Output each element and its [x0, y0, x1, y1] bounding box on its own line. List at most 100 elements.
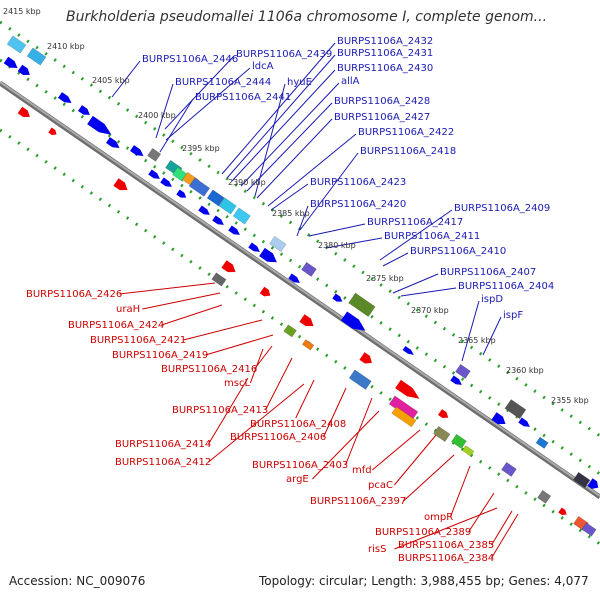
reverse-gene-label[interactable]: BURPS1106A_2419: [112, 350, 208, 361]
forward-gene-label[interactable]: BURPS1106A_2430: [337, 63, 433, 74]
gene-feature[interactable]: [391, 406, 417, 428]
reverse-gene-label[interactable]: BURPS1106A_2424: [68, 320, 164, 331]
gene-feature[interactable]: [301, 261, 317, 277]
gene-feature[interactable]: [259, 247, 279, 266]
gene-feature[interactable]: [535, 436, 549, 449]
reverse-gene-label[interactable]: BURPS1106A_2384: [398, 553, 494, 564]
gene-feature[interactable]: [395, 379, 422, 403]
gene-feature[interactable]: [573, 471, 591, 489]
forward-gene-label[interactable]: BURPS1106A_2439: [236, 49, 332, 60]
gene-feature[interactable]: [259, 286, 273, 299]
gene-feature[interactable]: [501, 461, 517, 477]
forward-gene-label[interactable]: hyuE: [287, 77, 312, 88]
gene-feature[interactable]: [581, 522, 597, 537]
gene-feature[interactable]: [248, 242, 261, 255]
reverse-gene-label[interactable]: BURPS1106A_2426: [26, 289, 122, 300]
forward-gene-label[interactable]: ispD: [481, 294, 503, 305]
gene-feature[interactable]: [402, 345, 416, 357]
gene-feature[interactable]: [332, 293, 344, 305]
forward-gene-label[interactable]: BURPS1106A_2428: [334, 96, 430, 107]
forward-gene-label[interactable]: BURPS1106A_2446: [142, 54, 238, 65]
gene-feature[interactable]: [211, 272, 227, 287]
forward-gene-label[interactable]: ispF: [503, 310, 523, 321]
gene-feature[interactable]: [48, 127, 58, 137]
gene-feature[interactable]: [491, 412, 508, 427]
forward-gene-label[interactable]: BURPS1106A_2422: [358, 127, 454, 138]
gene-feature[interactable]: [518, 417, 531, 430]
forward-gene-label[interactable]: BURPS1106A_2409: [454, 203, 550, 214]
reverse-gene-label[interactable]: mscL: [224, 378, 250, 389]
gene-feature[interactable]: [160, 177, 173, 190]
forward-gene-label[interactable]: BURPS1106A_2411: [384, 231, 480, 242]
gene-feature[interactable]: [340, 311, 369, 335]
reverse-gene-label[interactable]: BURPS1106A_2397: [310, 496, 406, 507]
gene-feature[interactable]: [558, 507, 568, 517]
gene-feature[interactable]: [176, 189, 188, 201]
gene-feature[interactable]: [147, 147, 162, 162]
forward-gene-label[interactable]: BURPS1106A_2444: [175, 77, 271, 88]
gene-feature[interactable]: [78, 105, 92, 118]
gene-feature[interactable]: [587, 478, 600, 491]
gene-feature[interactable]: [26, 47, 47, 66]
reverse-gene-label[interactable]: argE: [286, 474, 309, 485]
gene-feature[interactable]: [148, 169, 161, 182]
gene-feature[interactable]: [3, 56, 20, 72]
gene-feature[interactable]: [206, 189, 225, 207]
forward-gene-label[interactable]: ldcA: [252, 61, 274, 72]
reverse-gene-label[interactable]: risS: [368, 544, 386, 555]
reverse-gene-label[interactable]: BURPS1106A_2414: [115, 439, 211, 450]
forward-gene-label[interactable]: BURPS1106A_2432: [337, 36, 433, 47]
reverse-gene-label[interactable]: BURPS1106A_2389: [375, 527, 471, 538]
gene-feature[interactable]: [283, 324, 297, 338]
gene-feature[interactable]: [537, 489, 552, 504]
reverse-gene-label[interactable]: BURPS1106A_2412: [115, 457, 211, 468]
forward-gene-label[interactable]: BURPS1106A_2417: [367, 217, 463, 228]
forward-gene-label[interactable]: BURPS1106A_2404: [458, 281, 554, 292]
gene-feature[interactable]: [130, 145, 145, 159]
forward-gene-label[interactable]: BURPS1106A_2418: [360, 146, 456, 157]
gene-feature[interactable]: [288, 273, 301, 286]
gene-feature[interactable]: [504, 399, 527, 420]
gene-feature[interactable]: [221, 260, 238, 275]
forward-gene-label[interactable]: BURPS1106A_2431: [337, 48, 433, 59]
gene-feature[interactable]: [17, 106, 32, 120]
gene-feature[interactable]: [87, 115, 114, 139]
reverse-gene-label[interactable]: BURPS1106A_2385: [398, 540, 494, 551]
forward-gene-label[interactable]: BURPS1106A_2423: [310, 177, 406, 188]
forward-gene-label[interactable]: allA: [341, 76, 360, 87]
reverse-gene-label[interactable]: uraH: [116, 304, 140, 315]
gene-feature[interactable]: [348, 369, 372, 390]
gene-feature[interactable]: [461, 445, 475, 457]
gene-feature[interactable]: [228, 225, 241, 238]
gene-feature[interactable]: [218, 197, 237, 215]
gene-feature[interactable]: [359, 352, 374, 366]
gene-feature[interactable]: [188, 177, 211, 197]
forward-gene-label[interactable]: BURPS1106A_2427: [334, 112, 430, 123]
forward-gene-label[interactable]: BURPS1106A_2407: [440, 267, 536, 278]
forward-gene-label[interactable]: BURPS1106A_2410: [410, 246, 506, 257]
forward-gene-label[interactable]: BURPS1106A_2420: [310, 199, 406, 210]
gene-feature[interactable]: [113, 178, 130, 193]
forward-gene-label[interactable]: BURPS1106A_2441: [195, 92, 291, 103]
gene-feature[interactable]: [301, 339, 315, 351]
reverse-gene-label[interactable]: pcaC: [368, 480, 393, 491]
gene-feature[interactable]: [450, 375, 463, 388]
gene-feature[interactable]: [232, 207, 251, 225]
gene-feature[interactable]: [6, 35, 27, 54]
gene-feature[interactable]: [438, 409, 450, 420]
gene-feature[interactable]: [17, 64, 32, 78]
reverse-gene-label[interactable]: BURPS1106A_2416: [161, 364, 257, 375]
gene-feature[interactable]: [433, 425, 451, 443]
gene-feature[interactable]: [455, 363, 471, 379]
reverse-gene-label[interactable]: ompR: [424, 512, 453, 523]
gene-feature[interactable]: [58, 92, 73, 106]
reverse-gene-label[interactable]: BURPS1106A_2403: [252, 460, 348, 471]
gene-feature[interactable]: [106, 137, 121, 151]
gene-feature[interactable]: [299, 314, 316, 329]
gene-feature[interactable]: [212, 215, 225, 228]
reverse-gene-label[interactable]: mfd: [352, 465, 372, 476]
reverse-gene-label[interactable]: BURPS1106A_2408: [250, 419, 346, 430]
gene-feature[interactable]: [348, 292, 376, 317]
gene-feature[interactable]: [451, 433, 467, 449]
gene-feature[interactable]: [269, 235, 287, 253]
